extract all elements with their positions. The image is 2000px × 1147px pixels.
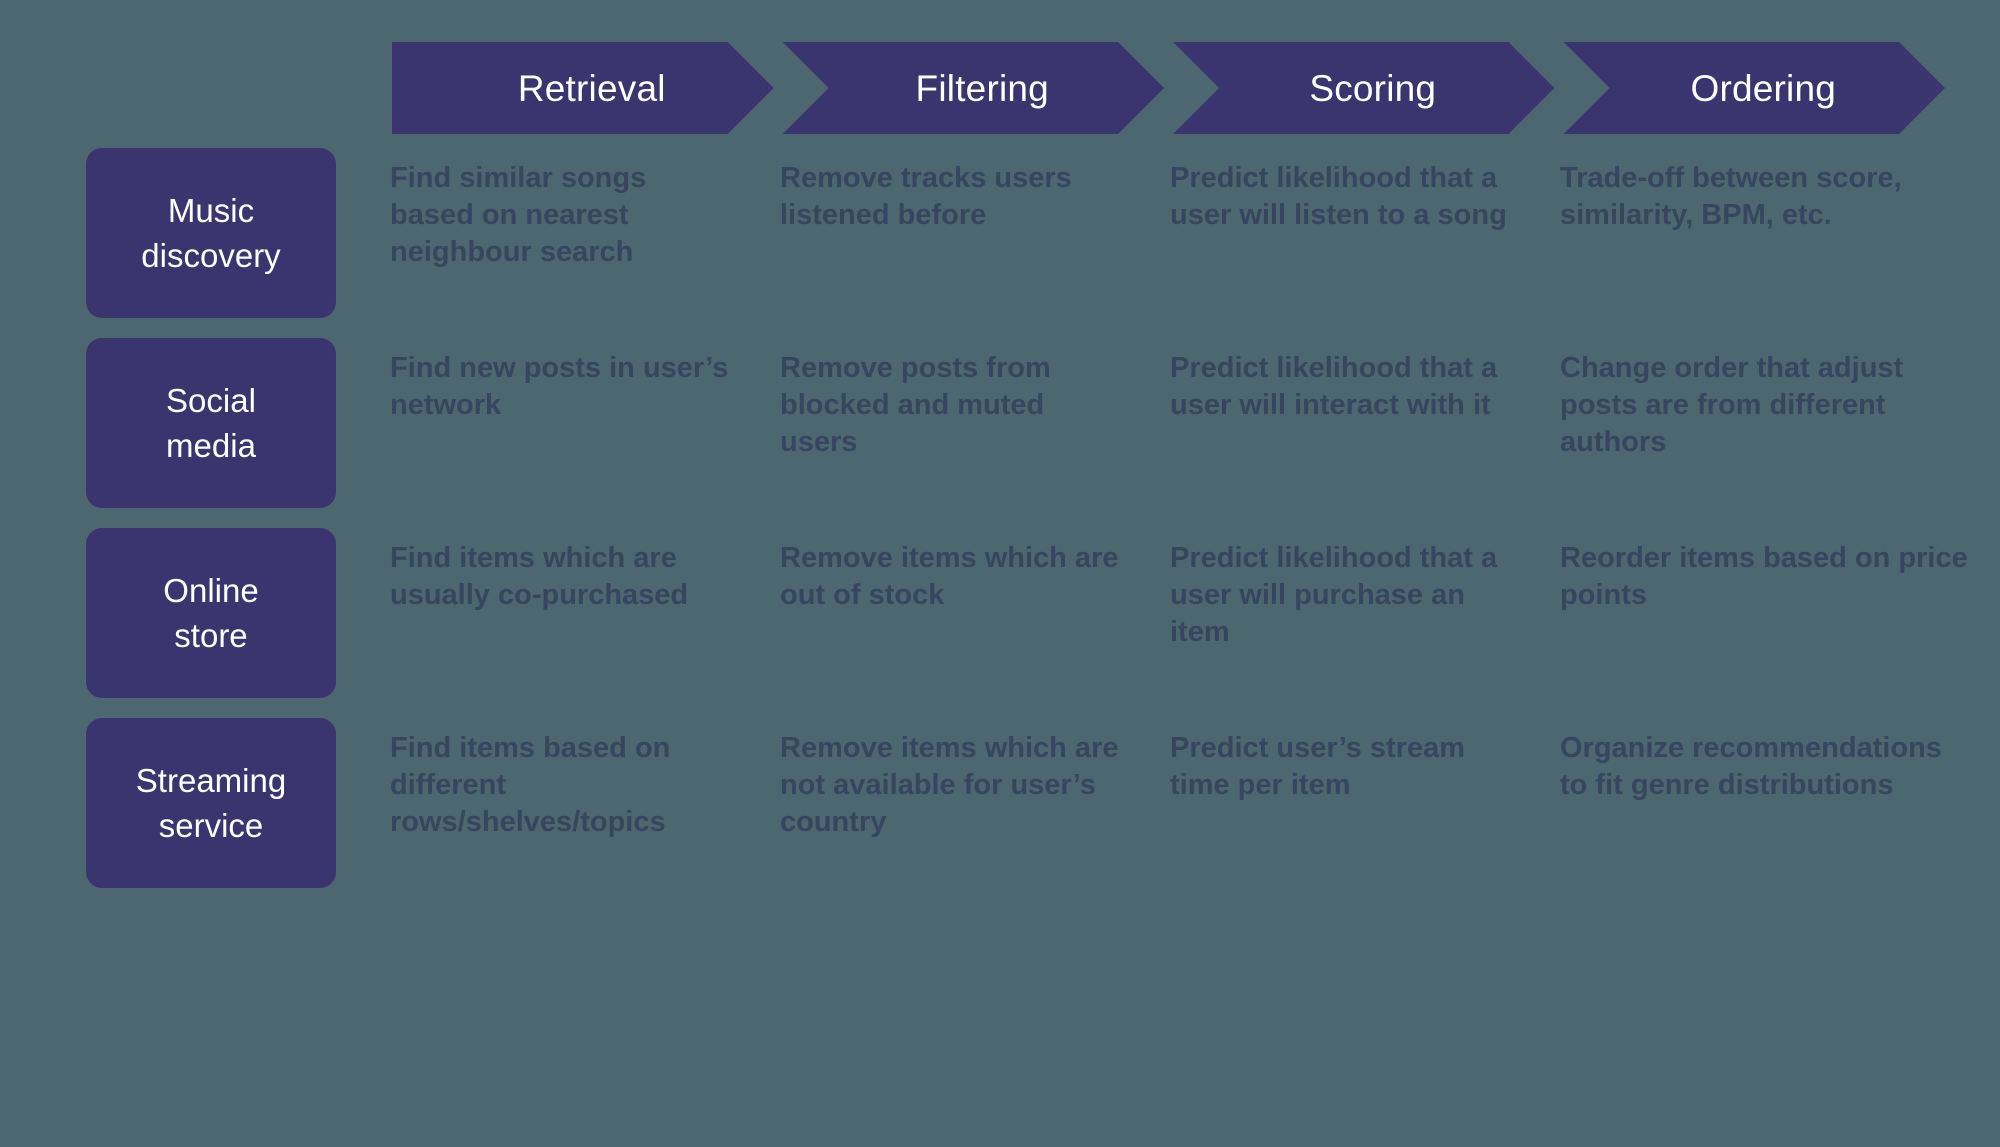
cell-social-media-scoring: Predict likelihood that a user will inte… xyxy=(1170,352,1498,421)
cell-online-store-retrieval: Find items which are usually co-purchase… xyxy=(390,542,689,611)
stage-filtering-label: Filtering xyxy=(915,67,1049,109)
cell-streaming-service-scoring: Predict user’s stream time per item xyxy=(1170,732,1465,801)
cell-music-discovery-ordering: Trade-off between score, similarity, BPM… xyxy=(1560,162,1902,231)
stage-ordering-label: Ordering xyxy=(1690,67,1837,109)
cell-music-discovery-filtering: Remove tracks users listened before xyxy=(780,162,1072,231)
cell-streaming-service-ordering: Organize recommendations to fit genre di… xyxy=(1560,732,1942,801)
cell-music-discovery-retrieval: Find similar songs based on nearest neig… xyxy=(390,162,647,268)
cell-streaming-service-retrieval: Find items based on different rows/shelv… xyxy=(390,732,671,838)
cell-online-store-filtering: Remove items which are out of stock xyxy=(780,542,1119,611)
stage-filtering[interactable]: Filtering xyxy=(783,42,1165,134)
cell-streaming-service-filtering: Remove items which are not available for… xyxy=(780,732,1119,838)
pipeline-stage-header: Retrieval Filtering Scoring Ordering xyxy=(392,42,1954,134)
stage-scoring-label: Scoring xyxy=(1309,67,1437,109)
cell-online-store-ordering: Reorder items based on price points xyxy=(1560,542,1968,611)
cell-online-store-scoring: Predict likelihood that a user will purc… xyxy=(1170,542,1498,648)
cell-social-media-retrieval: Find new posts in user’s network xyxy=(390,352,729,421)
row-cells-streaming-service: Find items based on different rows/shelv… xyxy=(390,718,2000,840)
stage-retrieval-label: Retrieval xyxy=(517,67,666,109)
row-cells-online-store: Find items which are usually co-purchase… xyxy=(390,528,2000,650)
row-cells-social-media: Find new posts in user’s network Remove … xyxy=(390,338,2000,460)
cell-social-media-ordering: Change order that adjust posts are from … xyxy=(1560,352,1904,458)
stage-scoring[interactable]: Scoring xyxy=(1173,42,1555,134)
stage-retrieval[interactable]: Retrieval xyxy=(392,42,774,134)
stage-ordering[interactable]: Ordering xyxy=(1564,42,1946,134)
cell-social-media-filtering: Remove posts from blocked and muted user… xyxy=(780,352,1051,458)
cell-music-discovery-scoring: Predict likelihood that a user will list… xyxy=(1170,162,1507,231)
row-cells-music-discovery: Find similar songs based on nearest neig… xyxy=(390,148,2000,270)
